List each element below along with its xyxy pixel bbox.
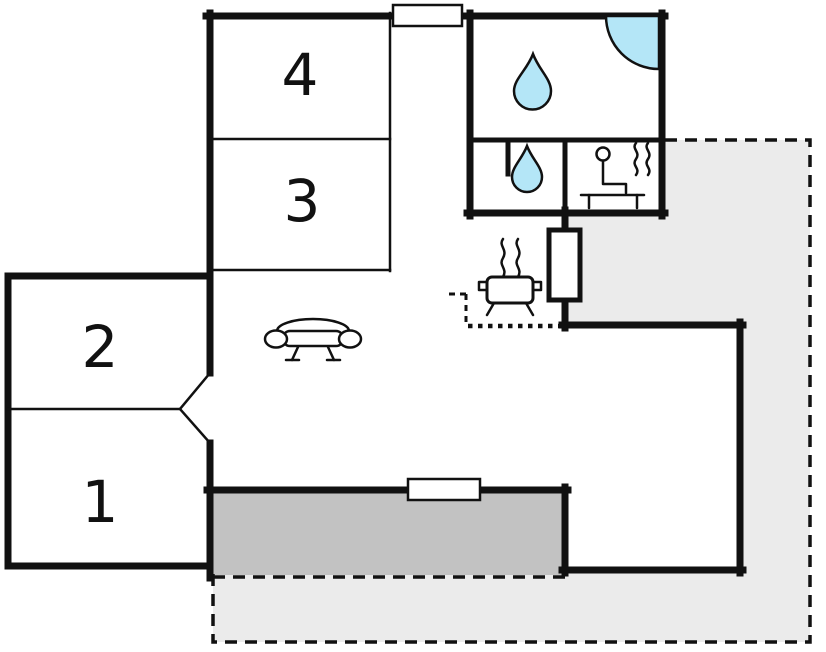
terrace-area	[213, 140, 810, 642]
heat-waves-icon	[633, 141, 639, 177]
window-top	[391, 3, 464, 28]
sofa-leg-right	[326, 345, 336, 362]
room-2-label: 2	[82, 313, 119, 381]
steam-icon	[500, 237, 506, 279]
steam-icon	[515, 237, 521, 279]
sofa-arm-left	[263, 329, 289, 349]
corner-shower-icon	[604, 14, 661, 71]
sofa-arm-right	[337, 329, 363, 349]
sofa-leg-left	[290, 345, 300, 362]
room-3-label: 3	[284, 167, 321, 235]
shower-drop-icon-large	[512, 50, 553, 111]
heat-waves-icon	[645, 141, 651, 177]
window-bottom	[406, 477, 482, 502]
room-1-label: 1	[82, 468, 119, 536]
terrace-boundary-dashed	[211, 138, 812, 644]
wall-left-block-outline	[4, 272, 214, 570]
sofa-seat	[281, 329, 345, 348]
sofa-icon	[263, 317, 363, 362]
door-jamb-lower	[178, 407, 212, 445]
covered-patio-area	[213, 493, 565, 575]
person-head	[595, 146, 611, 162]
stove-leg-left	[485, 301, 496, 317]
stove-leg-right	[524, 301, 535, 317]
fireplace-block	[546, 227, 583, 303]
stove-pot-icon	[477, 237, 543, 317]
shower-drop-icon-small	[510, 142, 544, 194]
door-jamb-upper	[178, 371, 212, 411]
person-body	[601, 159, 628, 195]
sauna-person-icon	[579, 141, 651, 210]
room-4-label: 4	[282, 41, 319, 109]
pot-body	[485, 275, 535, 305]
